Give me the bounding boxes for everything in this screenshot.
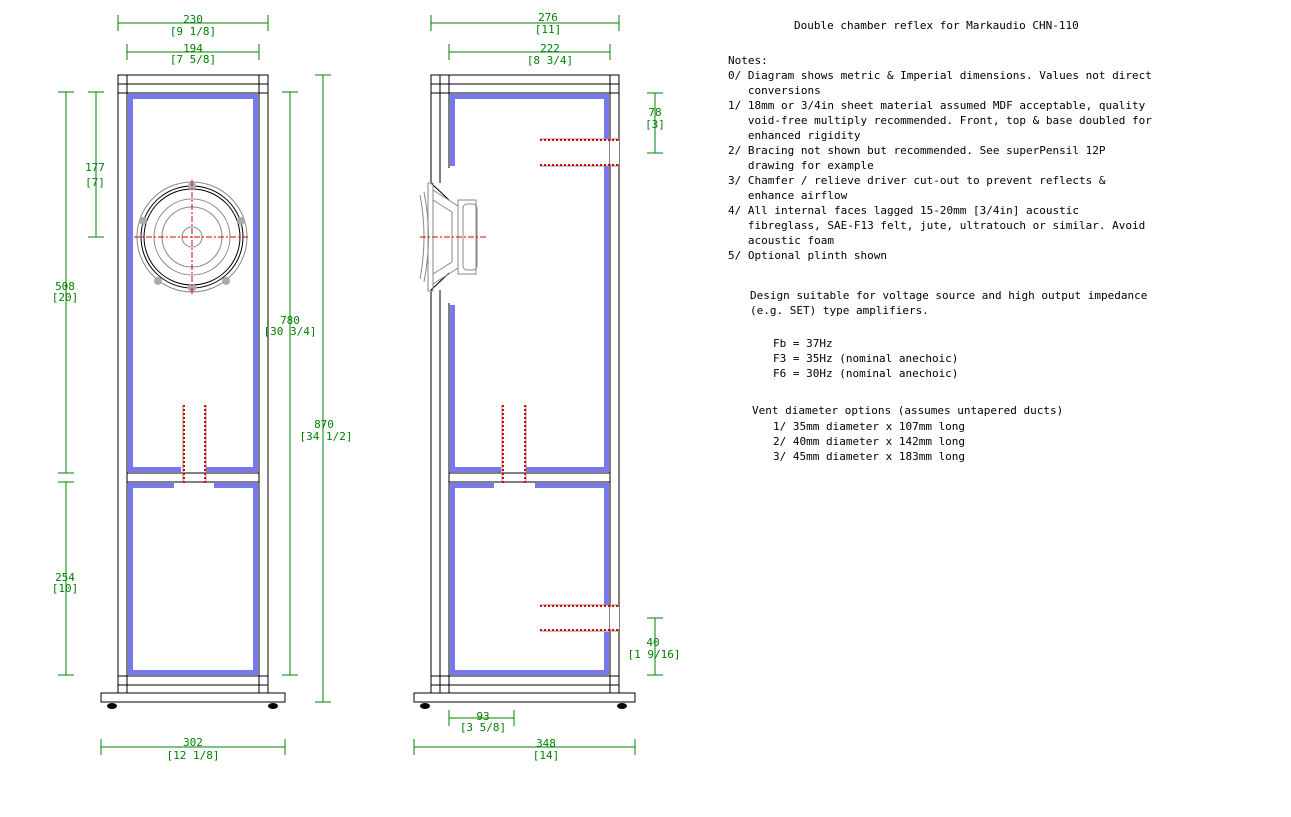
vent-heading: Vent diameter options (assumes untapered… [752,404,1064,417]
dim-lower-chamber: 254 [55,571,75,584]
side-carcass-outline [430,74,620,694]
side-lagging-front-top [450,94,455,166]
note-4: 4/ All internal faces lagged 15-20mm [3/… [728,204,1146,247]
side-lagging-rear-bottom [604,632,609,675]
note-5: 5/ Optional plinth shown [728,249,887,262]
front-lagging-left-upper [128,94,133,472]
dim-inner-vent-offset: 93 [476,710,489,723]
side-lagging-rear-top [604,94,609,139]
front-lagging-left-lower [128,483,133,675]
front-lagging-top [128,94,258,99]
front-lagging-lower-top-left [128,483,174,488]
dim-side-inner-depth-imperial: [8 3/4] [527,54,573,67]
vent-option-3: 3/ 45mm diameter x 183mm long [773,450,966,463]
dimension-labels: 230 [9 1/8] 194 [7 5/8] 177 [7] 508 [20]… [52,11,681,762]
dim-inner-height: 780 [280,314,300,327]
dim-upper-chamber-imperial: [20] [52,291,79,304]
dim-inner-height-imperial: [30 3/4] [264,325,317,338]
front-lagging-bottom [128,670,258,675]
dim-plinth-depth-imperial: [14] [533,749,560,762]
tuning-fb: Fb = 37Hz [773,337,833,350]
side-upper-port [540,138,619,167]
side-lower-port [540,604,619,632]
side-foot-rear [617,703,627,709]
front-dimension-lines [58,15,331,755]
dim-front-outer-width: 230 [183,13,203,26]
side-lagging-lower-top-left [450,483,494,488]
front-carcass-outline [117,74,269,694]
front-lagging-lower-top-right [214,483,258,488]
side-dimension-lines [413,15,663,755]
side-lagging-divider-left [450,467,501,472]
dim-front-inner-width: 194 [183,42,203,55]
dim-plinth-width-imperial: [12 1/8] [167,749,220,762]
notes-heading: Notes: [728,54,768,67]
front-foot-right [268,703,278,709]
side-lagging-front-lower [450,483,455,675]
tuning-f6: F6 = 30Hz (nominal anechoic) [773,367,959,380]
dim-side-inner-depth: 222 [540,42,560,55]
side-lagging-divider-right [526,467,609,472]
front-foot-left [107,703,117,709]
dim-bottom-port-offset: 40 [646,636,659,649]
dim-driver-centre: 177 [85,161,105,174]
dim-driver-centre-imperial: [7] [85,176,105,189]
drawing-title: Double chamber reflex for Markaudio CHN-… [794,19,1079,32]
dim-plinth-width: 302 [183,736,203,749]
side-lagging-rear-lower [604,483,609,605]
front-lagging-divider-left [128,467,181,472]
dim-overall-height: 870 [314,418,334,431]
dim-top-port-offset-imperial: [3] [645,118,665,131]
note-1: 1/ 18mm or 3/4in sheet material assumed … [728,99,1152,142]
dim-front-inner-width-imperial: [7 5/8] [170,53,216,66]
side-lagging-front-upper [450,305,455,472]
side-view [413,15,663,755]
front-lagging-right-lower [253,483,258,675]
dim-lower-chamber-imperial: [10] [52,582,79,595]
dim-bottom-port-offset-imperial: [1 9/16] [628,648,681,661]
side-foot-front [420,703,430,709]
dim-overall-height-imperial: [34 1/2] [300,430,353,443]
dim-side-outer-depth-imperial: [11] [535,23,562,36]
note-3: 3/ Chamfer / relieve driver cut-out to p… [728,174,1106,202]
dim-front-outer-width-imperial: [9 1/8] [170,25,216,38]
front-driver [134,180,250,294]
vent-option-2: 2/ 40mm diameter x 142mm long [773,435,966,448]
dim-top-port-offset: 78 [648,106,661,119]
front-plinth [100,692,286,703]
side-inner-vent [501,405,527,483]
side-lagging-lower-top-right [535,483,609,488]
note-2: 2/ Bracing not shown but recommended. Se… [728,144,1106,172]
vent-option-1: 1/ 35mm diameter x 107mm long [773,420,966,433]
design-suitability: Design suitable for voltage source and h… [750,289,1148,317]
dim-plinth-depth: 348 [536,737,556,750]
side-lagging-bottom [450,670,609,675]
front-lagging-right-upper [253,94,258,472]
front-lagging-divider-right [206,467,258,472]
side-plinth [413,692,636,703]
front-inner-vent [182,405,207,483]
dim-upper-chamber: 508 [55,280,75,293]
side-driver [419,182,488,292]
side-lagging-rear-upper [604,166,609,472]
front-view [58,15,331,755]
dim-side-outer-depth: 276 [538,11,558,24]
side-lagging-top [450,94,609,99]
note-0: 0/ Diagram shows metric & Imperial dimen… [728,69,1152,97]
tuning-f3: F3 = 35Hz (nominal anechoic) [773,352,959,365]
dim-inner-vent-offset-imperial: [3 5/8] [460,721,506,734]
